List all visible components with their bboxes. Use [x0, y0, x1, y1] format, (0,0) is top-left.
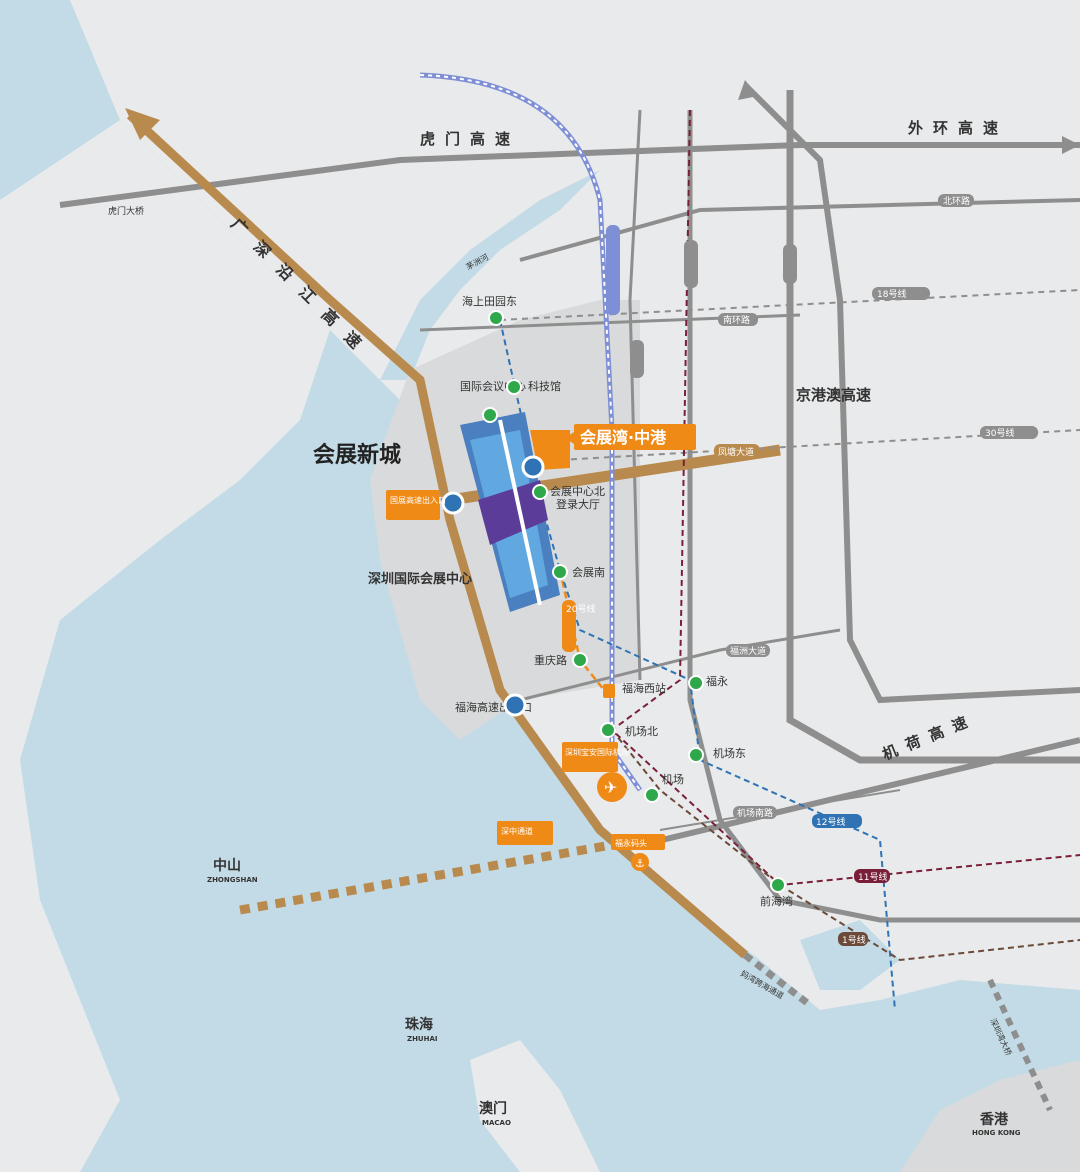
hsdty-label: 海上田园东 — [462, 294, 517, 308]
airplane-icon — [597, 772, 627, 802]
center-north-label: 会展中心北 — [550, 485, 605, 498]
shenzhong-label: 深中通道 — [501, 826, 533, 836]
zhuhai-cn: 珠海 — [405, 1016, 433, 1033]
focus-label: 会展湾·中港 — [580, 428, 667, 447]
fuzhou-label: 福洲大道 — [730, 645, 766, 657]
line20-label: 20号线 — [566, 603, 595, 615]
airport-south-label: 机场南路 — [737, 807, 773, 819]
line1-label: 1号线 — [842, 934, 866, 946]
macao-en: MACAO — [482, 1119, 511, 1127]
line18-label: 18号线 — [877, 288, 906, 300]
zhongshan-en: ZHONGSHAN — [207, 876, 258, 884]
outer-ring-label: 外环高速 — [907, 119, 1008, 137]
qianhaiwan-label: 前海湾 — [760, 894, 793, 908]
line30-label: 30号线 — [985, 427, 1014, 439]
zhuhai-en: ZHUHAI — [407, 1035, 438, 1043]
arrow-north — [738, 80, 758, 100]
sci-museum-label: 科技馆 — [528, 379, 561, 393]
airport-box — [562, 742, 618, 772]
humen-highway-label: 虎门高速 — [420, 130, 520, 148]
guozhan-exit-label: 国展高速出入口 — [390, 495, 446, 505]
humen-bridge-label: 虎门大桥 — [108, 205, 144, 217]
bay-bridge — [987, 978, 1053, 1112]
expo-center-building — [460, 412, 560, 612]
airport-east-label: 机场东 — [713, 746, 746, 760]
jinggang-label: 京港澳高速 — [796, 386, 871, 404]
stations — [482, 310, 786, 893]
expo-south-label: 会展南 — [572, 566, 605, 579]
line-12 — [499, 319, 896, 1011]
beihuan-label: 北环路 — [943, 195, 970, 207]
airport-label: 深圳宝安国际机场 — [565, 747, 629, 757]
anchor-glyph: ⚓ — [635, 857, 645, 870]
hall-label: 登录大厅 — [556, 497, 600, 511]
line11-label: 11号线 — [858, 871, 887, 883]
fuyong-pier-label: 福永码头 — [615, 838, 647, 848]
hk-cn: 香港 — [979, 1111, 1009, 1128]
fuhai-west-label: 福海西站 — [622, 681, 666, 695]
fengtang-label: 凤塘大道 — [718, 446, 754, 458]
chongqing-road-label: 重庆路 — [534, 653, 567, 667]
jihe-label: 机荷高速 — [880, 710, 979, 764]
fuhai-exit-icon — [503, 693, 527, 717]
expo-center-label: 深圳国际会展中心 — [368, 571, 472, 587]
shenzhong-channel — [239, 835, 641, 915]
nanhuan-label: 南环路 — [723, 314, 750, 326]
line-1 — [611, 729, 1080, 962]
line-18 — [499, 289, 1080, 321]
guozhan-exit-box — [386, 490, 440, 520]
guozhan-exit-icon — [441, 491, 465, 515]
zhongshan-cn: 中山 — [213, 857, 241, 874]
hk-en: HONG KONG — [972, 1129, 1021, 1137]
new-city-label: 会展新城 — [313, 442, 401, 468]
line12-label: 12号线 — [816, 816, 845, 828]
airplane-glyph: ✈ — [604, 778, 617, 797]
airport-north-label: 机场北 — [625, 724, 658, 738]
airport-stn-label: 机场 — [662, 772, 684, 786]
fuyong-label: 福永 — [706, 674, 728, 688]
anchor-icon — [631, 853, 649, 871]
road-pills — [562, 194, 1038, 946]
focus-label-box — [574, 424, 696, 450]
fuyong-pier-box — [611, 834, 665, 850]
shenzhong-box — [497, 821, 553, 845]
arrow-outer-ring — [1062, 136, 1080, 154]
macao-cn: 澳门 — [479, 1100, 507, 1117]
expo-exit-icon — [521, 455, 545, 479]
